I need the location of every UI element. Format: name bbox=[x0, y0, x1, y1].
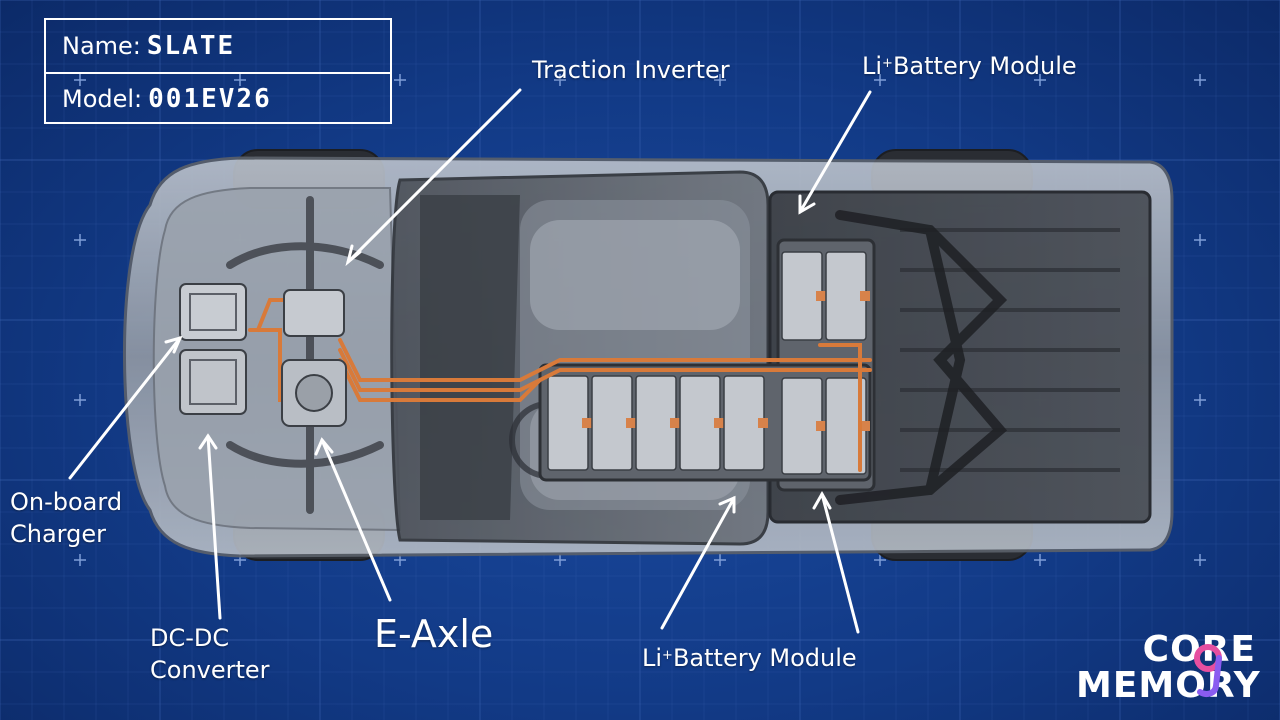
e-axle-unit bbox=[281, 359, 347, 427]
li-superscript-bottom: + bbox=[662, 648, 673, 663]
grid-cross-marker bbox=[874, 74, 886, 86]
grid-cross-marker bbox=[74, 74, 86, 86]
battery-cell-tab bbox=[758, 418, 768, 428]
logo-line1: CORE bbox=[1142, 629, 1256, 670]
grid-cross-marker bbox=[74, 394, 86, 406]
dcdc-converter-unit bbox=[179, 349, 247, 415]
model-label: Model: bbox=[62, 85, 143, 113]
grid-cross-marker bbox=[1194, 74, 1206, 86]
li-prefix-top: Li bbox=[862, 52, 883, 80]
core-memory-nine-icon bbox=[1194, 644, 1222, 697]
grid-cross-marker bbox=[874, 554, 886, 566]
rear-suspension bbox=[835, 210, 1008, 505]
grid-cross-marker bbox=[714, 74, 726, 86]
onboard-charger-line2: Charger bbox=[10, 520, 106, 548]
onboard-charger-line1: On-board bbox=[10, 488, 123, 516]
battery-cell-tab bbox=[816, 291, 826, 301]
onboard-charger-unit bbox=[179, 283, 247, 341]
model-row: Model: 001EV26 bbox=[46, 72, 390, 124]
core-memory-logo: CORE MEMORY bbox=[1076, 629, 1261, 710]
name-label: Name: bbox=[62, 32, 141, 60]
grid-cross-marker bbox=[1194, 234, 1206, 246]
front-suspension bbox=[226, 196, 384, 514]
grid-cross-marker bbox=[1034, 74, 1046, 86]
battery-cell-tab bbox=[582, 418, 592, 428]
dcdc-converter-label: DC-DC Converter bbox=[150, 622, 270, 686]
grid-cross-marker bbox=[714, 554, 726, 566]
e-axle-label: E-Axle bbox=[374, 612, 494, 656]
logo-line2: MEMORY bbox=[1076, 665, 1261, 706]
grid-cross-marker bbox=[1194, 394, 1206, 406]
vehicle-spec-box: Name: SLATE Model: 001EV26 bbox=[44, 18, 392, 124]
battery-module-bottom-label: Li+Battery Module bbox=[642, 642, 857, 674]
grid-cross-marker bbox=[554, 554, 566, 566]
model-value: 001EV26 bbox=[148, 84, 272, 114]
dcdc-line1: DC-DC bbox=[150, 624, 230, 652]
battery-cell-tab bbox=[860, 291, 870, 301]
callout-arrows bbox=[68, 88, 872, 634]
grid-cross-marker bbox=[234, 74, 246, 86]
battery-cell-tab bbox=[816, 421, 826, 431]
traction-inverter-unit bbox=[283, 289, 345, 337]
battery-module-top-text: Battery Module bbox=[892, 52, 1077, 80]
li-prefix-bottom: Li bbox=[642, 644, 663, 672]
battery-module-top-label: Li+Battery Module bbox=[862, 50, 1077, 82]
grid-cross-marker bbox=[554, 74, 566, 86]
battery-cell-tab bbox=[860, 421, 870, 431]
grid-cross-marker bbox=[74, 554, 86, 566]
dcdc-line2: Converter bbox=[150, 656, 270, 684]
traction-inverter-label: Traction Inverter bbox=[532, 56, 730, 84]
battery-cells bbox=[547, 251, 870, 475]
battery-cell-tab bbox=[670, 418, 680, 428]
battery-module-bottom-text: Battery Module bbox=[672, 644, 857, 672]
battery-cell-tab bbox=[626, 418, 636, 428]
battery-cell-tab bbox=[714, 418, 724, 428]
grid-cross-marker bbox=[394, 74, 406, 86]
grid-cross-marker bbox=[1194, 554, 1206, 566]
onboard-charger-label: On-board Charger bbox=[10, 486, 122, 550]
name-value: SLATE bbox=[146, 31, 236, 61]
grid-cross-marker bbox=[1034, 554, 1046, 566]
li-superscript-top: + bbox=[882, 56, 893, 71]
grid-cross-marker bbox=[74, 234, 86, 246]
name-row: Name: SLATE bbox=[46, 20, 390, 72]
